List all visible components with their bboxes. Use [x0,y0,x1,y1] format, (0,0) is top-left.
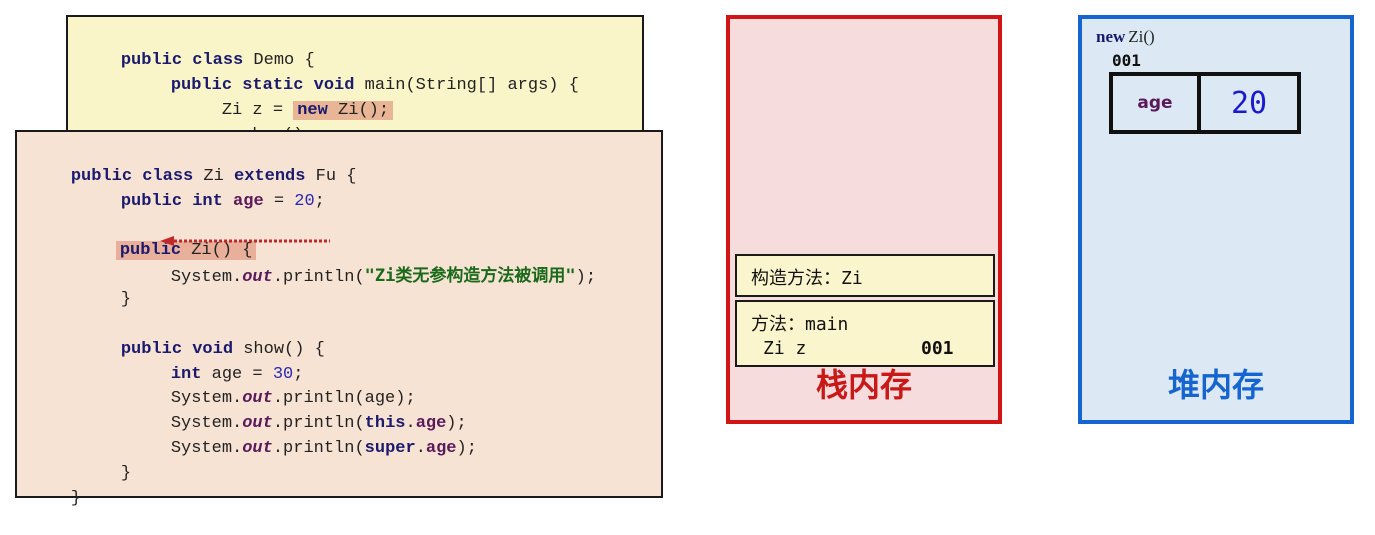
field-name: age [415,414,447,433]
stack-frame-constructor: 构造方法：Zi [735,254,995,297]
object-address: 001 [1112,51,1141,70]
code-text: Fu { [305,167,357,186]
code-text: . [405,414,416,433]
zi-class-code-box: public class Zi extends Fu { public int … [15,130,663,508]
field-name: age [233,192,264,211]
variable-name: Zi z [763,338,807,359]
dotted-arrow-icon [160,236,330,246]
code-text: ; [293,365,304,384]
code-text: Zi() { [181,241,253,260]
code-text: Zi z = [221,101,294,120]
code-line: Zi z = new Zi(); [181,75,394,147]
code-text: = [263,192,295,211]
code-text: main(String[] args) { [354,76,579,95]
code-line: System.out.println(super.age); [130,413,477,485]
code-line: System.out.println(age); [130,363,416,435]
variable-address: 001 [921,338,954,359]
code-text: ; [314,192,325,211]
keyword: new [1096,27,1126,46]
code-text: Zi [193,167,235,186]
number-literal: 20 [294,192,315,211]
code-text: Zi() [1128,27,1155,46]
code-line: public class Demo { [80,25,315,97]
code-text: .println( [272,268,365,287]
keyword: public class [70,167,194,186]
code-text: age = [201,365,273,384]
code-line: } [80,264,131,336]
object-field-table: age 20 [1109,72,1301,134]
code-text: ); [446,414,467,433]
code-text: .println( [272,439,365,458]
code-line: } [80,438,131,510]
code-line: } [30,463,81,535]
code-text: . [415,439,426,458]
code-line: int age = 30; [130,339,304,411]
code-text: } [120,464,132,483]
code-text: Demo { [243,51,315,70]
stack-frame-main: 方法：main Zi z 001 [735,300,995,367]
static-field: out [242,389,273,408]
code-line: public void show() { [80,314,325,386]
static-field: out [242,414,273,433]
code-text: System. [170,268,243,287]
keyword: public [119,241,182,260]
static-field: out [242,268,273,287]
keyword: this [364,414,406,433]
code-line: public int age = 20; [80,166,325,238]
code-line: public Zi() { [75,215,257,287]
code-line: System.out.println("Zi类无参构造方法被调用"); [130,240,596,314]
keyword: super [364,439,416,458]
code-text: show() { [233,340,325,359]
code-text: System. [170,414,243,433]
frame-title: 方法：main [751,314,849,335]
code-text: } [120,290,132,309]
code-text: } [70,489,82,508]
heap-memory-label: 堆内存 [1167,366,1264,404]
field-value-cell: 20 [1230,85,1268,121]
keyword: extends [234,167,306,186]
keyword: new [297,101,328,120]
code-text: ); [575,268,597,287]
field-name: age [425,439,457,458]
code-text: System. [170,439,243,458]
keyword: public class [120,51,244,70]
frame-title: 构造方法：Zi [751,268,863,289]
code-line: public static void main(String[] args) { [130,50,579,122]
keyword: public static void [170,76,355,95]
code-text: System. [170,389,243,408]
field-name-cell: age [1113,76,1201,130]
code-text: .println(age); [272,389,416,408]
code-text: ); [456,439,477,458]
stack-memory-label: 栈内存 [815,366,912,404]
highlighted-constructor: public Zi() { [115,241,257,260]
keyword: int [170,365,202,384]
demo-class-code-box: public class Demo { public static void m… [66,15,644,145]
code-line: public class Zi extends Fu { [30,141,357,213]
static-field: out [242,439,273,458]
keyword: public int [120,192,223,211]
highlighted-new-expression: new Zi(); [293,101,394,120]
code-text: Zi(); [327,101,390,120]
number-literal: 30 [272,365,294,384]
keyword: public void [120,340,234,359]
stack-memory: 构造方法：Zi 方法：main Zi z 001 栈内存 [726,15,1002,424]
code-line: System.out.println(this.age); [130,388,467,460]
code-text: .println( [272,414,365,433]
string-literal: "Zi类无参构造方法被调用" [364,266,576,286]
